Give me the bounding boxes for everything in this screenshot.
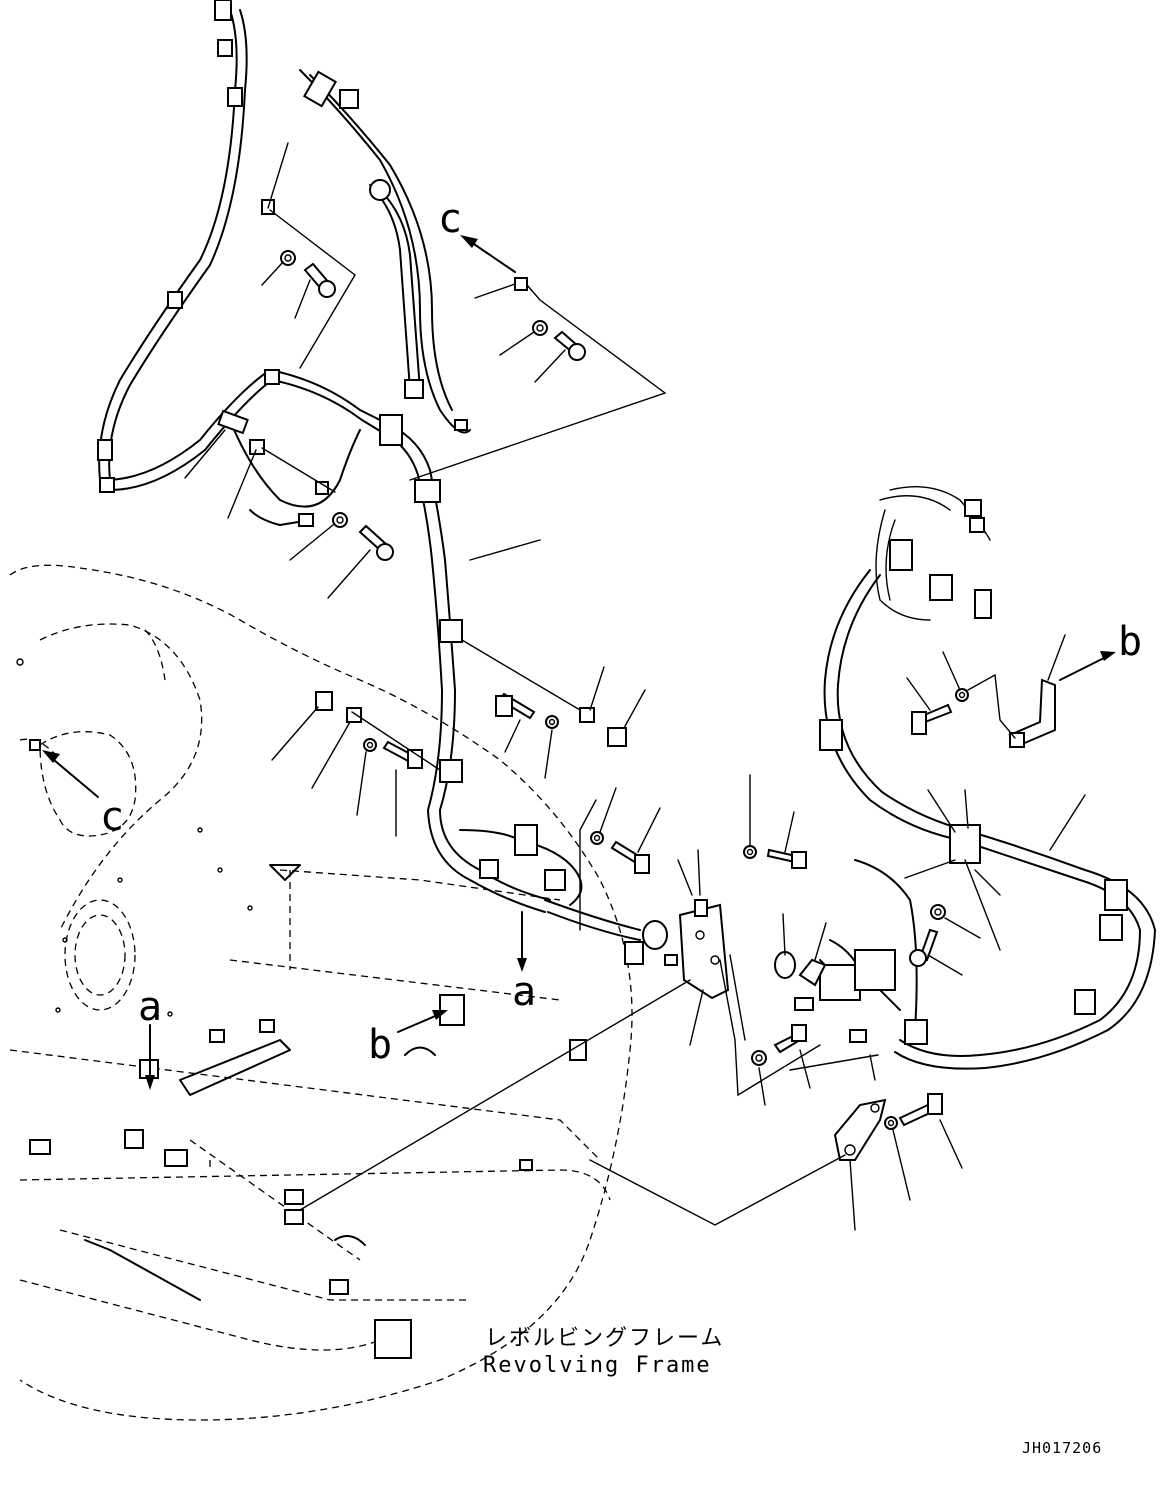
ref-label-b-right: b: [1118, 619, 1142, 665]
floor-fittings: [29, 864, 587, 1359]
fasteners: [217, 199, 969, 1130]
right-wiring-harness: [794, 485, 1156, 1070]
leader-lines: [184, 142, 1086, 1231]
main-wiring-harness: [97, 0, 668, 965]
frame-caption-jp: レボルビングフレーム: [485, 1326, 724, 1351]
bracket-plate: [664, 899, 730, 1000]
drawing-code: JH017206: [1022, 1439, 1102, 1457]
ref-label-a-floor: a: [138, 984, 162, 1030]
frame-caption-en: Revolving Frame: [483, 1353, 712, 1378]
ref-label-c-left: c: [100, 794, 124, 840]
ref-label-a-lower: a: [512, 969, 536, 1015]
ref-label-c-top: c: [438, 196, 462, 242]
reference-arrows: [42, 235, 1116, 1090]
bracket-lower: [833, 1098, 887, 1161]
ref-label-b-floor: b: [368, 1022, 392, 1068]
bracket-b: [1008, 678, 1056, 748]
revolving-frame-outline: [9, 564, 633, 1421]
